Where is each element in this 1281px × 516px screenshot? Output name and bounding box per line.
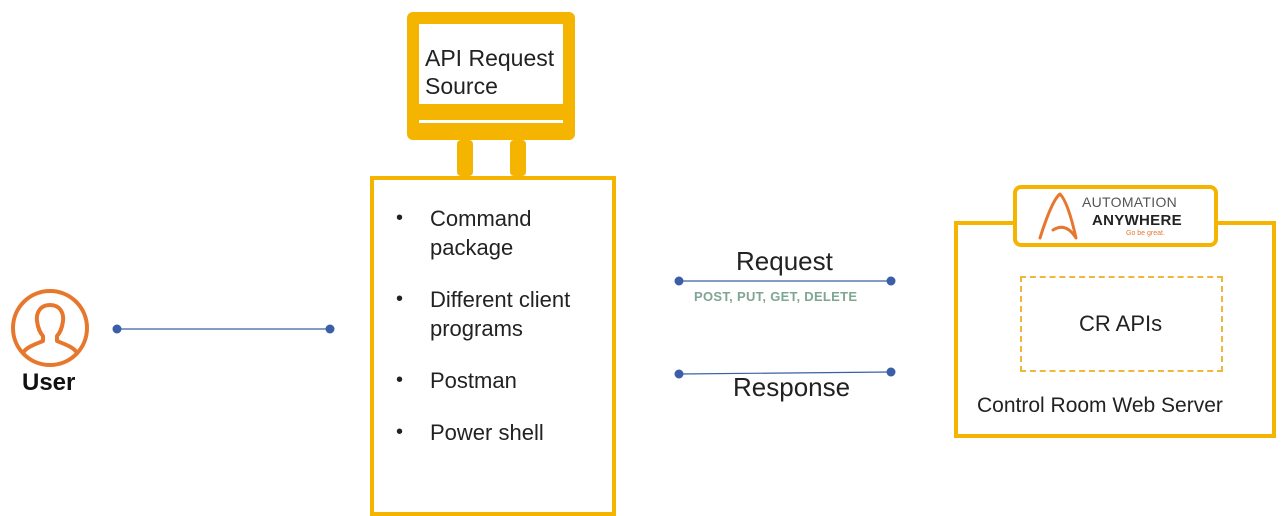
connector-endpoint [112, 324, 122, 334]
source-title: API Request Source [425, 45, 555, 99]
logo-a-icon [1038, 192, 1078, 240]
logo-text-line2: ANYWHERE [1092, 212, 1182, 229]
request-connector [674, 276, 896, 286]
response-connector [674, 367, 896, 379]
client-list-box: Command package Different client program… [370, 176, 616, 516]
connector-endpoint [674, 369, 684, 379]
logo-tagline: Go be great. [1126, 230, 1165, 237]
monitor-stand-right [510, 140, 526, 176]
user-connector [112, 324, 335, 334]
connector-endpoint [674, 276, 684, 286]
request-label: Request [736, 246, 833, 276]
client-item: Different client programs [392, 285, 620, 343]
connector-endpoint [886, 367, 896, 377]
monitor-chin [419, 120, 563, 123]
user-icon [11, 289, 89, 367]
cr-apis-label: CR APIs [1079, 311, 1163, 336]
connector-endpoint [325, 324, 335, 334]
client-list: Command package Different client program… [392, 204, 620, 470]
server-label: Control Room Web Server [977, 394, 1223, 417]
monitor-stand-left [457, 140, 473, 176]
cr-apis-box [1020, 276, 1223, 372]
logo-text-line1: AUTOMATION [1082, 194, 1178, 210]
client-item: Power shell [392, 418, 620, 447]
monitor-screen [419, 24, 563, 104]
client-item: Postman [392, 366, 620, 395]
api-flow-diagram: User API Request Source Command package … [0, 0, 1281, 504]
connector-endpoint [886, 276, 896, 286]
automation-anywhere-logo [1013, 185, 1218, 247]
response-label: Response [733, 372, 851, 402]
http-methods-label: POST, PUT, GET, DELETE [694, 289, 858, 304]
client-item: Command package [392, 204, 620, 262]
user-label: User [22, 369, 76, 396]
